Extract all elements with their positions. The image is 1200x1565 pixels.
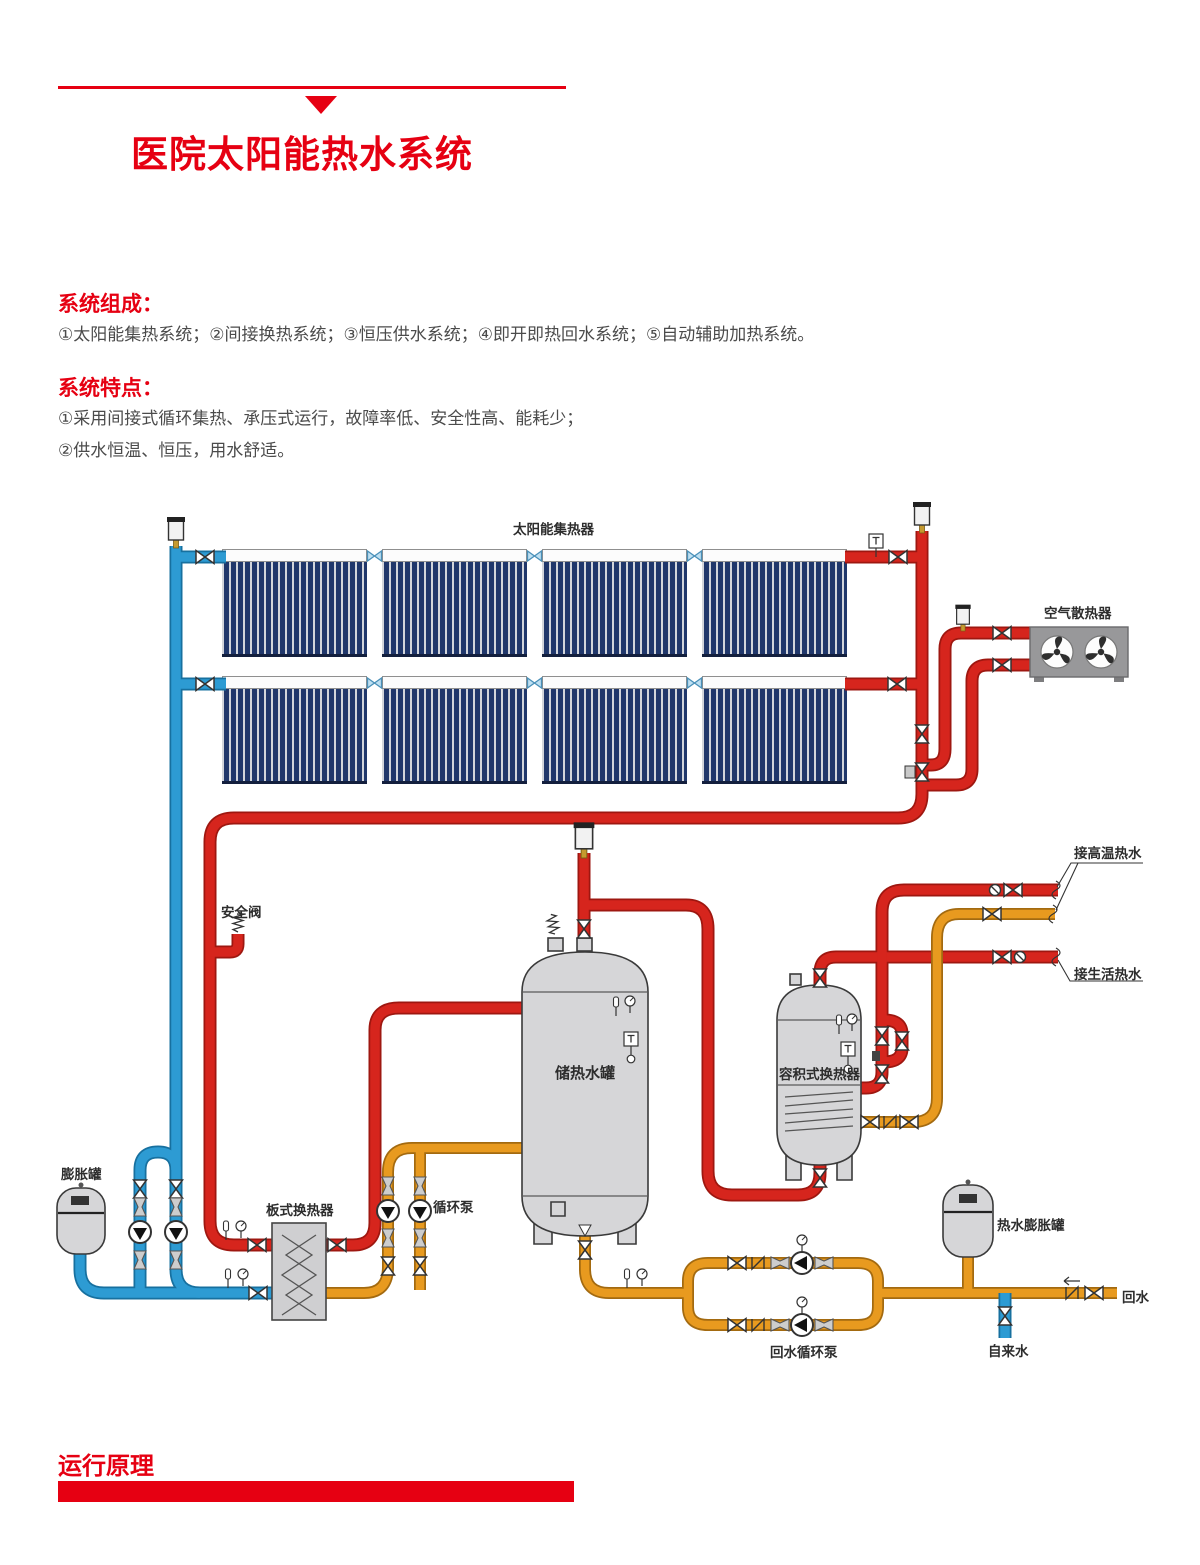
collector-tubes	[702, 689, 847, 784]
collector-tubes	[702, 562, 847, 657]
collector-header	[542, 549, 687, 562]
label-safety-valve: 安全阀	[221, 905, 262, 921]
collector-tubes	[542, 562, 687, 657]
label-air-radiator: 空气散热器	[1044, 606, 1112, 622]
air-vent-icon	[572, 821, 596, 859]
air-radiator-body	[1029, 626, 1129, 682]
label-to-domestic: 接生活热水	[1074, 967, 1142, 983]
fittings	[128, 501, 1104, 1337]
collector-header	[542, 676, 687, 689]
footer-heading: 运行原理	[58, 1452, 154, 1480]
check-valve-icon	[988, 883, 1002, 897]
collector-tubes	[542, 689, 687, 784]
hw-expansion-tank-body	[942, 1179, 994, 1258]
pump-icon	[790, 1313, 814, 1337]
pump-icon	[790, 1251, 814, 1275]
label-hw-expansion-tank: 热水膨胀罐	[997, 1218, 1065, 1234]
label-return-water: 回水	[1122, 1290, 1149, 1306]
pressure-gauge-icon	[796, 1234, 808, 1253]
pipes-warm	[322, 908, 1117, 1331]
safety-valve-icon	[545, 912, 561, 936]
label-return-pump: 回水循环泵	[770, 1345, 838, 1361]
pump-icon	[164, 1220, 188, 1244]
check-valve-icon	[1013, 950, 1027, 964]
footer-bar	[58, 1481, 574, 1502]
features-line-2: ②供水恒温、恒压，用水舒适。	[58, 441, 295, 461]
pressure-gauge-icon	[796, 1296, 808, 1315]
collector-header	[382, 549, 527, 562]
collector-tubes	[222, 689, 367, 784]
air-vent-icon	[912, 501, 932, 534]
volumetric-hx-body	[776, 973, 862, 1181]
label-expansion-tank: 膨胀罐	[61, 1167, 102, 1183]
pressure-gauge-icon	[636, 1268, 648, 1287]
features-heading: 系统特点：	[58, 376, 163, 400]
collector-tubes	[222, 562, 367, 657]
pump-icon	[376, 1199, 400, 1223]
fan-icon	[1084, 635, 1118, 669]
storage-tank-body	[521, 937, 649, 1245]
leader-lines	[1055, 862, 1143, 982]
label-plate-hx: 板式换热器	[266, 1203, 334, 1219]
label-circ-pump: 循环泵	[433, 1200, 474, 1216]
expansion-tank-body	[56, 1182, 106, 1255]
thermometer-icon	[224, 1268, 232, 1289]
plate-hx-body	[271, 1222, 327, 1321]
page-title: 医院太阳能热水系统	[131, 133, 473, 176]
pump-icon	[128, 1220, 152, 1244]
header-rule	[58, 86, 566, 89]
label-tap-water: 自来水	[988, 1344, 1029, 1360]
pressure-gauge-icon	[235, 1220, 247, 1239]
label-volumetric-hx: 容积式换热器	[779, 1067, 860, 1083]
label-solar-collector: 太阳能集热器	[513, 522, 594, 538]
collector-tubes	[382, 689, 527, 784]
label-storage-tank: 储热水罐	[555, 1064, 616, 1082]
fan-icon	[1040, 635, 1074, 669]
label-to-high-temp: 接高温热水	[1074, 846, 1142, 862]
header-triangle-icon	[305, 96, 337, 114]
air-vent-icon	[166, 516, 186, 549]
composition-heading: 系统组成：	[58, 292, 163, 316]
pipes-hot	[203, 531, 1058, 1252]
collector-tubes	[382, 562, 527, 657]
thermometer-icon	[623, 1268, 631, 1289]
collector-header	[382, 676, 527, 689]
pump-icon	[408, 1199, 432, 1223]
pressure-gauge-icon	[237, 1268, 249, 1287]
features-line-1: ①采用间接式循环集热、承压式运行，故障率低、安全性高、能耗少；	[58, 409, 584, 429]
composition-body: ①太阳能集热系统；②间接换热系统；③恒压供水系统；④即开即热回水系统；⑤自动辅助…	[58, 325, 815, 345]
